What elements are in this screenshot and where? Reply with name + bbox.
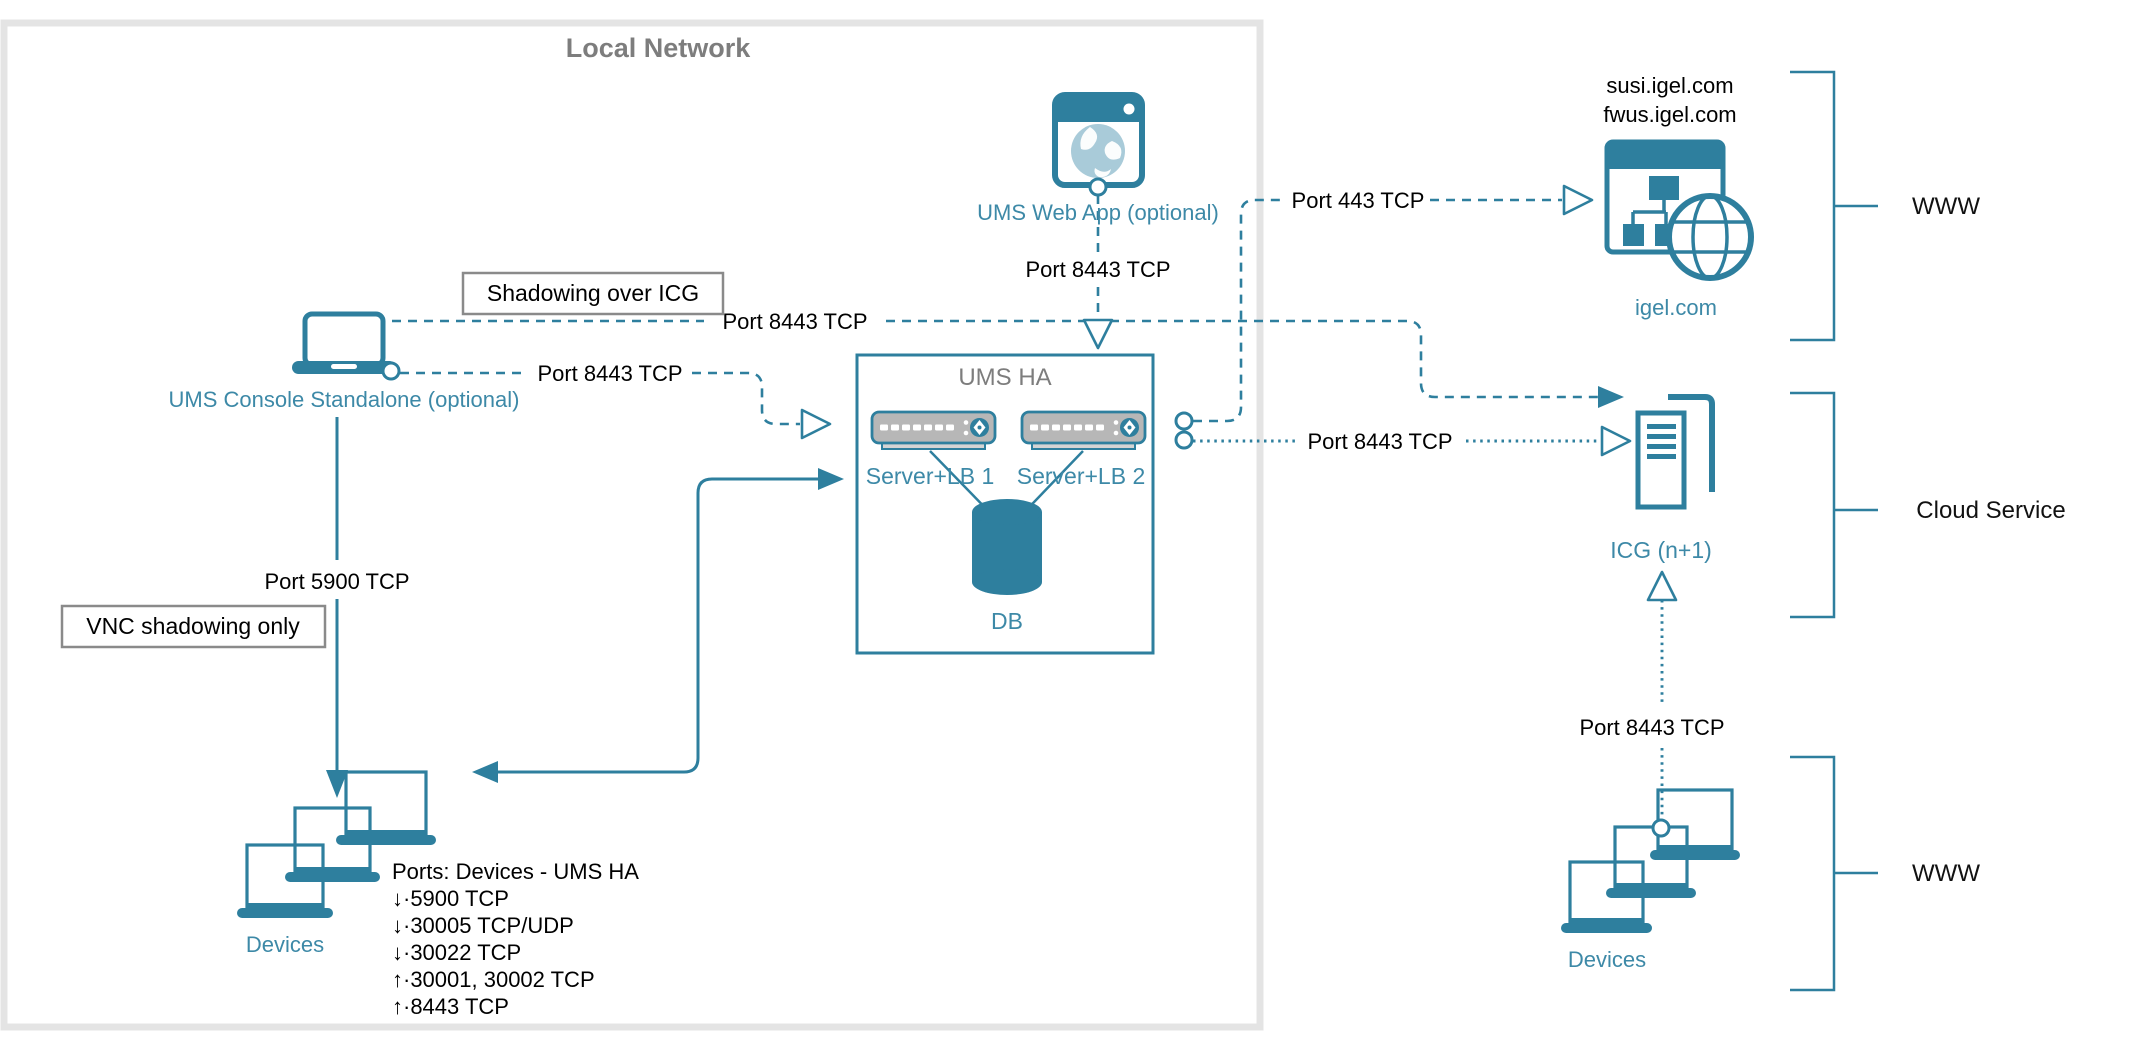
connector-circle xyxy=(1174,430,1194,450)
local-network-title: Local Network xyxy=(566,33,752,63)
zone-www-top: WWW xyxy=(1790,70,1980,342)
igel-domain-fwus: fwus.igel.com xyxy=(1603,102,1736,127)
edge-console-to-umsha: Port 8443 TCP xyxy=(400,361,832,440)
edge-label-webapp-port: Port 8443 TCP xyxy=(1025,257,1170,282)
server-lb1-label: Server+LB 1 xyxy=(866,463,995,489)
arrowhead-open-right xyxy=(800,408,832,440)
edge-devices-to-icg: Port 8443 TCP xyxy=(1579,570,1725,818)
server-appliance-icon xyxy=(870,410,997,450)
callout-vnc-text: VNC shadowing only xyxy=(86,613,300,639)
ports-note: Ports: Devices - UMS HA ↓·5900 TCP ↓·300… xyxy=(392,859,639,1019)
callout-shadowing-text: Shadowing over ICG xyxy=(487,280,699,306)
connector-circle xyxy=(1174,411,1194,431)
ums-console-label: UMS Console Standalone (optional) xyxy=(169,387,520,412)
ports-note-line: ↓·30022 TCP xyxy=(392,940,521,965)
edge-label-console-port: Port 8443 TCP xyxy=(537,361,682,386)
igel-domain-susi: susi.igel.com xyxy=(1606,73,1733,98)
laptop-stack-icon xyxy=(1561,788,1740,933)
bracket xyxy=(1790,70,1878,342)
devices-local-node: Devices xyxy=(237,770,436,957)
callout-shadowing-over-icg: Shadowing over ICG xyxy=(461,271,725,316)
edge-umsha-to-icg: Port 8443 TCP xyxy=(1193,425,1632,457)
database-icon xyxy=(972,499,1042,595)
edge-label-shadowing-port: Port 8443 TCP xyxy=(722,309,867,334)
arrowhead-filled-down xyxy=(326,770,348,798)
arrowhead-open-down xyxy=(1082,318,1114,350)
server-lb2-label: Server+LB 2 xyxy=(1017,463,1146,489)
ums-ha-title: UMS HA xyxy=(958,364,1051,391)
zone-www-bottom: WWW xyxy=(1790,755,1980,992)
igel-label: igel.com xyxy=(1635,295,1717,320)
browser-globe-icon xyxy=(1052,92,1145,188)
ports-note-title: Ports: Devices - UMS HA xyxy=(392,859,639,884)
edge-console-to-devices: Port 5900 TCP xyxy=(264,417,410,798)
edge-shadowing-console-to-icg: Port 8443 TCP xyxy=(392,309,1624,408)
ports-note-line: ↓·5900 TCP xyxy=(392,886,509,911)
zone-www-bottom-label: WWW xyxy=(1912,860,1980,887)
zone-www-top-label: WWW xyxy=(1912,193,1980,220)
db-label: DB xyxy=(991,608,1023,634)
ums-webapp-label: UMS Web App (optional) xyxy=(977,200,1219,225)
server-appliance-icon xyxy=(1020,410,1147,450)
laptop-stack-icon xyxy=(237,770,436,918)
sitemap-globe-icon xyxy=(1604,139,1754,281)
edge-umsha-to-igel: Port 443 TCP xyxy=(1193,184,1594,423)
ports-note-line: ↓·30005 TCP/UDP xyxy=(392,913,574,938)
ports-note-line: ↑·30001, 30002 TCP xyxy=(392,967,595,992)
bracket xyxy=(1790,755,1878,992)
gateway-server-icon xyxy=(1635,394,1715,510)
bracket xyxy=(1790,391,1878,619)
callout-vnc-shadowing-only: VNC shadowing only xyxy=(60,604,327,649)
ums-ha-group: UMS HA xyxy=(855,353,1194,655)
edge-label-vnc-port: Port 5900 TCP xyxy=(264,569,409,594)
ums-console-node: UMS Console Standalone (optional) xyxy=(169,311,520,412)
edge-label-https-port: Port 443 TCP xyxy=(1292,188,1425,213)
icg-node: ICG (n+1) xyxy=(1610,394,1715,563)
zone-cloud-service: Cloud Service xyxy=(1790,391,2066,619)
igel-node: susi.igel.com fwus.igel.com igel.com xyxy=(1603,73,1754,320)
ums-webapp-node: UMS Web App (optional) xyxy=(977,92,1219,225)
laptop-icon xyxy=(292,311,396,374)
ports-note-line: ↑·8443 TCP xyxy=(392,994,509,1019)
edge-label-icg-devices-port: Port 8443 TCP xyxy=(1579,715,1724,740)
edge-devices-to-umsha xyxy=(472,468,844,783)
arrowhead-open-up xyxy=(1646,570,1678,602)
devices-www-label: Devices xyxy=(1568,947,1646,972)
arrowhead-open-right xyxy=(1600,425,1632,457)
icg-label: ICG (n+1) xyxy=(1610,537,1712,563)
arrowhead-open-right xyxy=(1562,184,1594,216)
arrowhead-filled-left xyxy=(472,761,498,783)
devices-www-node: Devices xyxy=(1561,788,1740,972)
connector-circle xyxy=(381,361,401,381)
edge-label-icg-port: Port 8443 TCP xyxy=(1307,429,1452,454)
devices-local-label: Devices xyxy=(246,932,324,957)
connector-circle xyxy=(1088,177,1108,197)
connector-circle xyxy=(1651,818,1671,838)
zone-cloud-label: Cloud Service xyxy=(1916,497,2065,524)
arrowhead-filled-right xyxy=(1598,386,1624,408)
edge-webapp-to-umsha: Port 8443 TCP xyxy=(1025,195,1171,350)
arrowhead-filled-right xyxy=(818,468,844,490)
